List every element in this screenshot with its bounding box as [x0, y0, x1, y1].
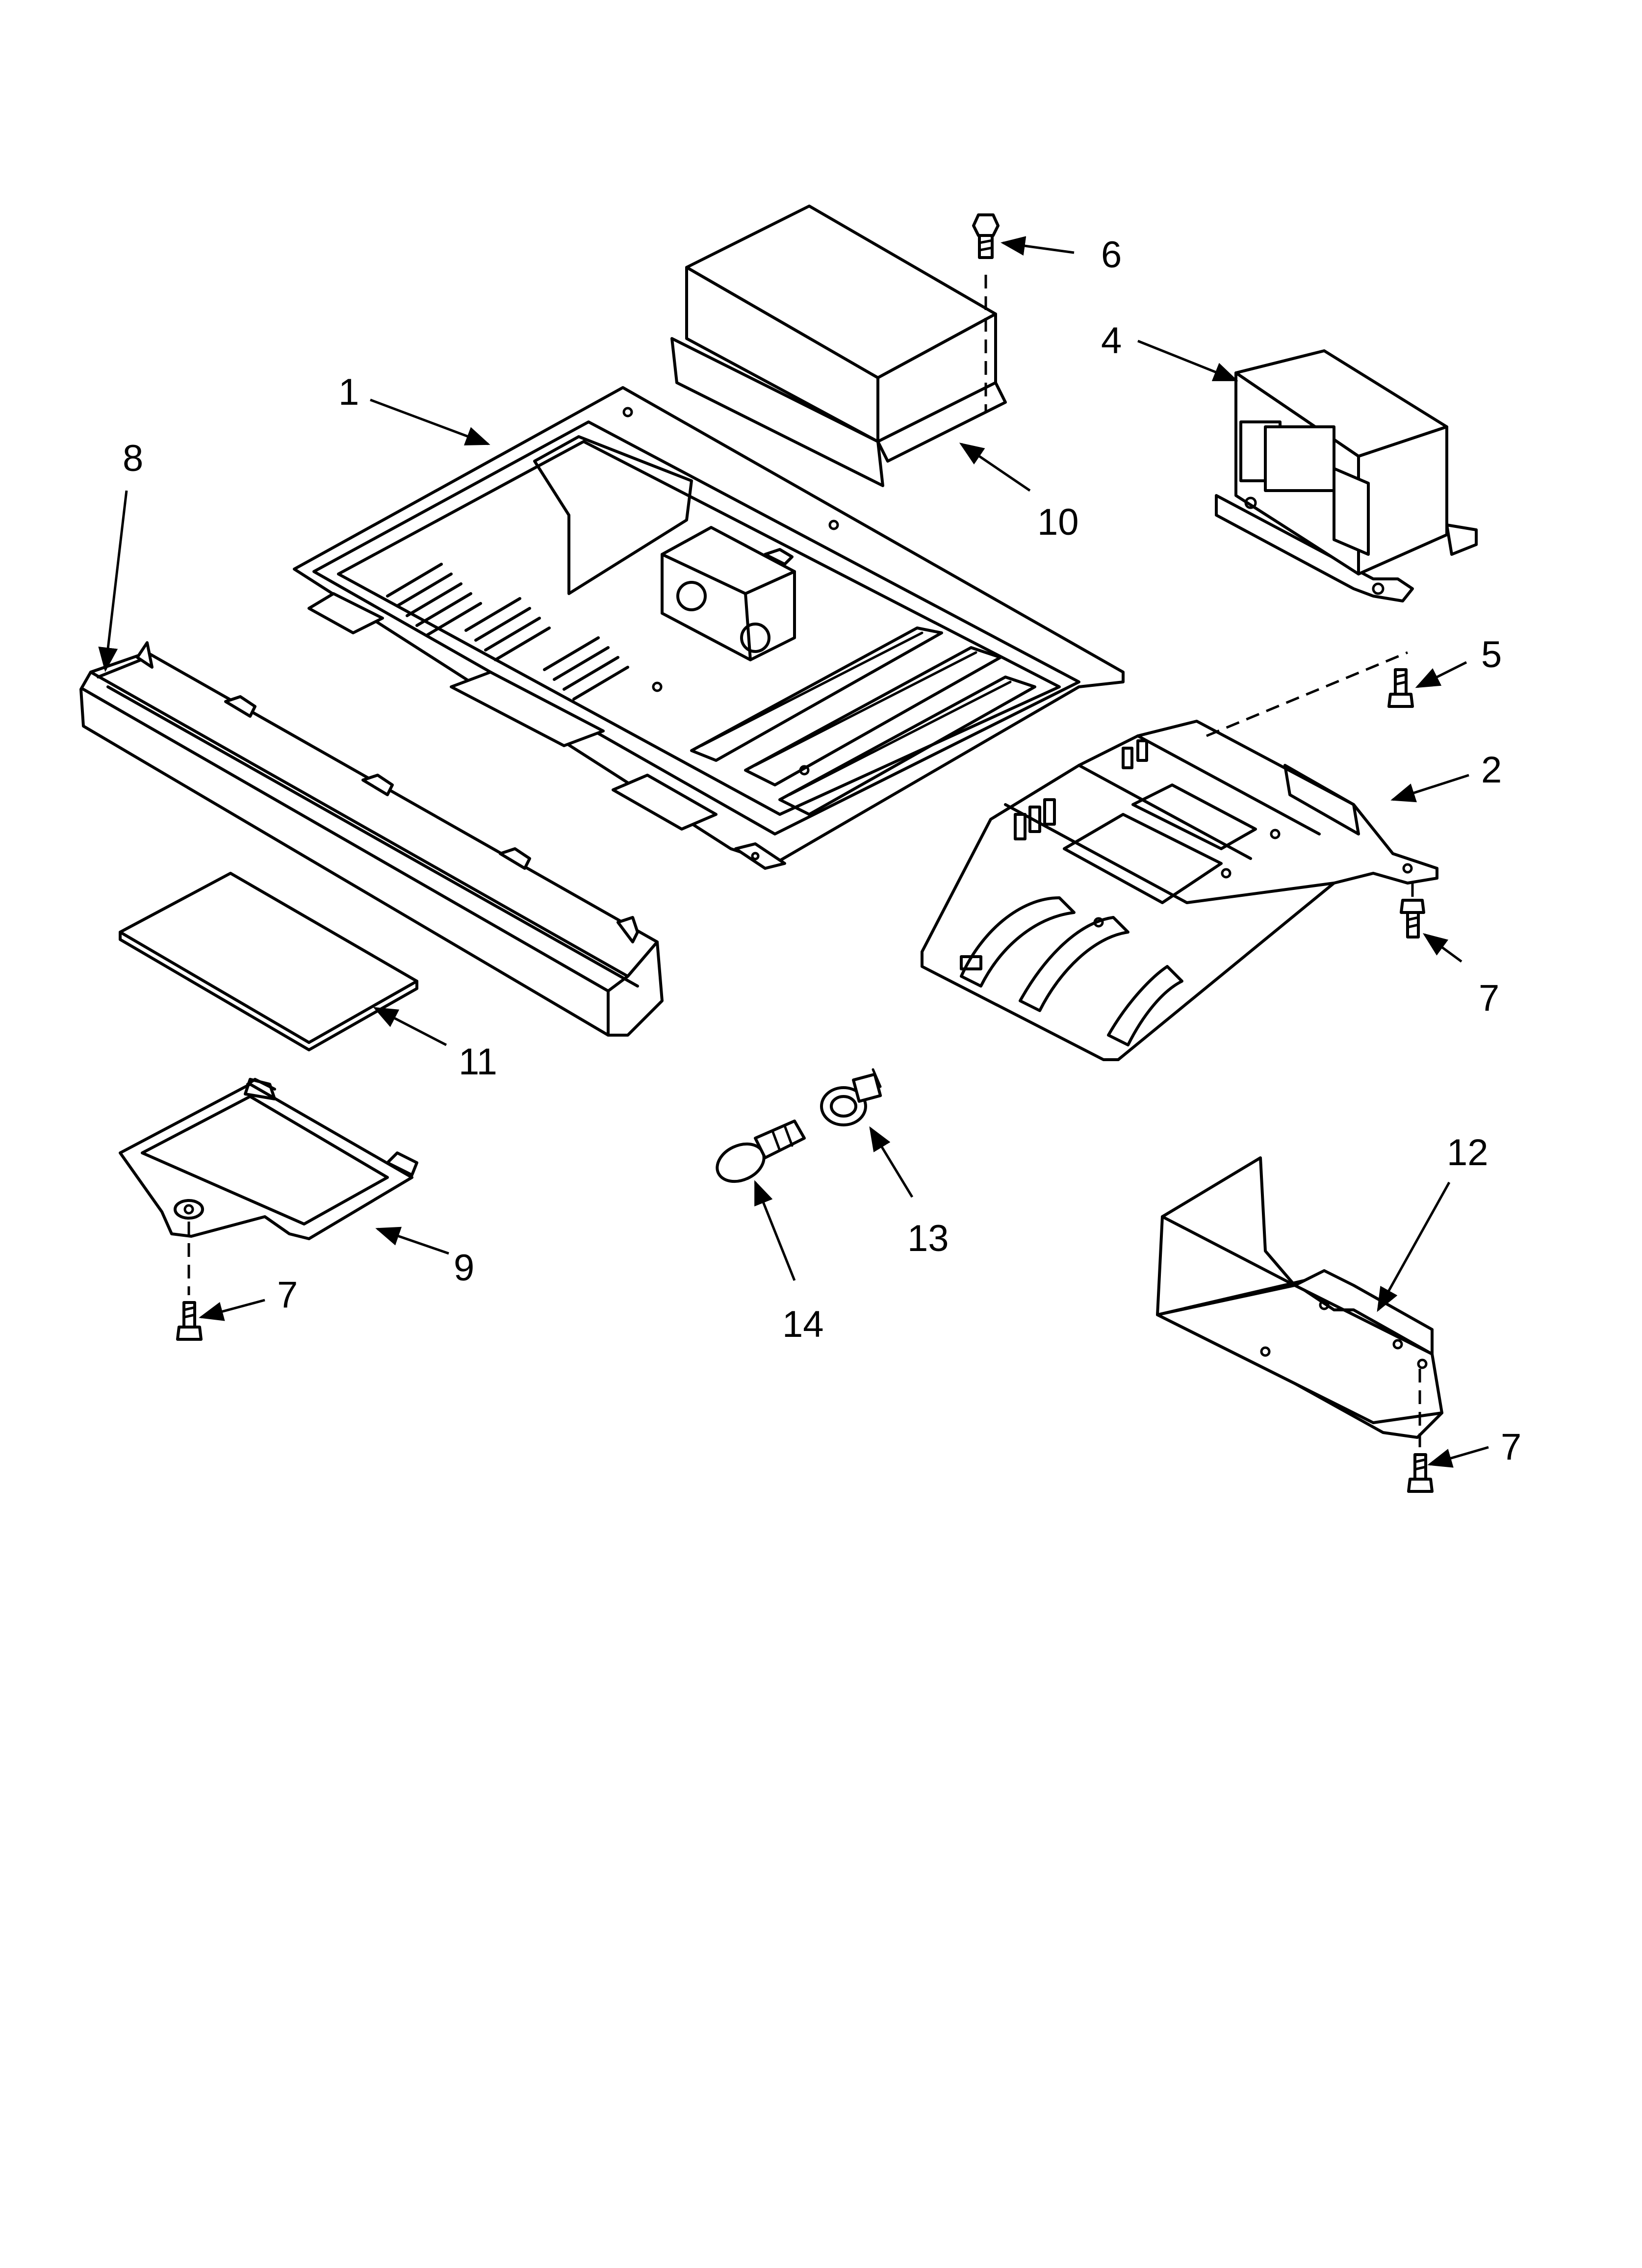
callout-7-right: 7 — [1479, 977, 1499, 1019]
callout-4: 4 — [1101, 320, 1122, 362]
part-12-bracket — [1156, 1156, 1443, 1452]
part-9-frame — [119, 1078, 418, 1295]
part-1-top-plate — [293, 386, 1125, 870]
part-13-socket — [820, 1068, 882, 1126]
vent-grille-right — [690, 626, 1036, 816]
callout-9: 9 — [454, 1247, 474, 1289]
part-5-screw — [1387, 668, 1414, 708]
callout-10: 10 — [1037, 501, 1079, 543]
part-7-screw-right — [1400, 883, 1425, 938]
callout-14: 14 — [782, 1303, 824, 1345]
part-7-screw-bottom — [1407, 1453, 1434, 1493]
callout-12: 12 — [1447, 1132, 1488, 1173]
part-11-filter — [119, 872, 418, 1051]
part-7-screw-left — [176, 1301, 203, 1341]
leader-lines — [98, 236, 1489, 1468]
part-14-bulb — [716, 1120, 806, 1183]
callout-7-left: 7 — [277, 1274, 298, 1316]
callout-1: 1 — [338, 371, 359, 413]
part-6-screw — [972, 213, 1000, 412]
part-4-transformer — [1215, 349, 1478, 602]
callout-7-bottom: 7 — [1501, 1426, 1521, 1468]
vent-slots-left — [386, 563, 629, 701]
callout-2: 2 — [1481, 749, 1502, 791]
part-10-box — [670, 205, 1007, 487]
part-2-base — [921, 651, 1438, 1061]
callout-8: 8 — [123, 438, 143, 479]
callout-labels: 1 6 4 10 5 2 7 8 11 9 7 13 14 12 7 — [123, 234, 1521, 1468]
callout-13: 13 — [907, 1218, 949, 1259]
callout-11: 11 — [459, 1041, 497, 1083]
callout-5: 5 — [1481, 634, 1502, 676]
callout-6: 6 — [1101, 234, 1122, 276]
